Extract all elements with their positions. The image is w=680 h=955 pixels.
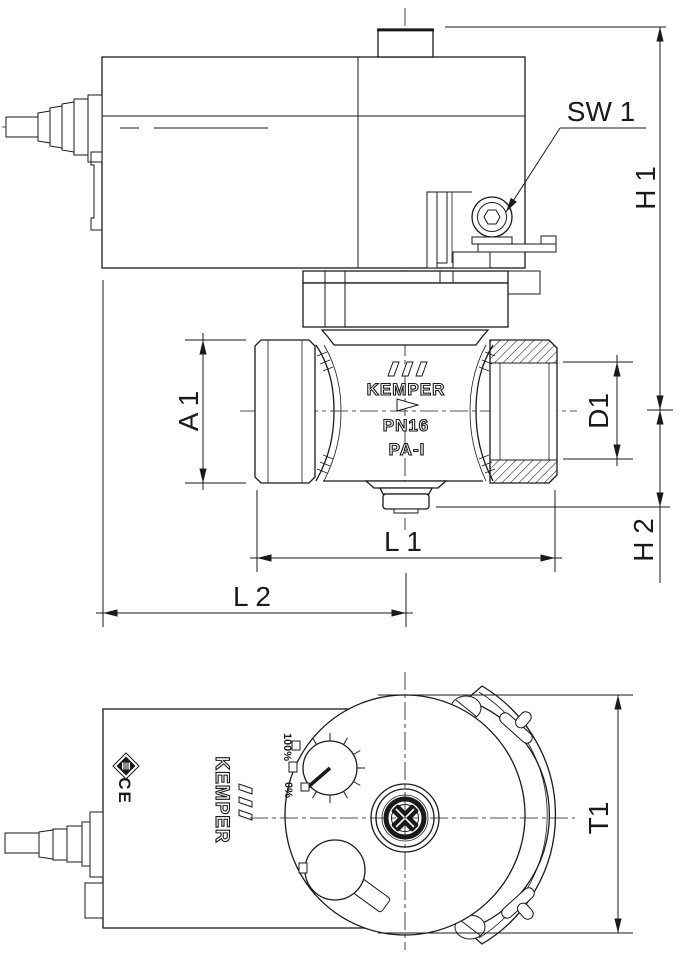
t1-label: T1 xyxy=(583,802,614,835)
keyhole-cutout xyxy=(298,839,391,913)
top-view: CE KEMPER xyxy=(4,672,633,950)
dimension-d1: D1 xyxy=(563,355,633,466)
cert-diamond-icon xyxy=(112,752,140,780)
valve-top-flange xyxy=(320,329,490,346)
flow-direction-icon xyxy=(396,398,420,412)
actuator-top-stub xyxy=(377,28,434,58)
dial-tab-upper xyxy=(291,740,301,751)
dimension-t1: T1 xyxy=(378,694,633,934)
cable-gland xyxy=(5,94,103,231)
dimension-h2: H 2 xyxy=(436,410,670,583)
d1-label: D1 xyxy=(583,393,614,429)
actuator-brand-logo: KEMPER xyxy=(210,756,253,844)
svg-text:CE: CE xyxy=(115,777,134,805)
cable-gland-top-view xyxy=(4,811,104,919)
dial-max-label: 100% xyxy=(281,733,293,761)
l1-label: L 1 xyxy=(384,526,422,557)
dimension-l2: L 2 xyxy=(96,280,413,627)
dial-ticks xyxy=(312,733,365,803)
bracket-clip-cutout-top xyxy=(499,711,533,744)
ce-mark: CE xyxy=(115,777,134,805)
dial-tab-lower xyxy=(288,761,298,773)
kemper-logo-slashes xyxy=(387,361,428,377)
left-union-nut xyxy=(254,339,316,484)
dial-min-label: 0% xyxy=(282,782,294,798)
actuator-brand-text: KEMPER xyxy=(211,756,232,843)
side-view: KEMPER PN16 PA-I SW 1 H 1 H 2 xyxy=(2,8,673,627)
gland-bracket xyxy=(90,151,102,231)
a1-label: A 1 xyxy=(173,391,204,431)
l2-label: L 2 xyxy=(233,581,271,612)
dimension-h1: H 1 xyxy=(445,26,673,411)
valve-cast-markings: KEMPER PN16 PA-I xyxy=(366,361,446,460)
dial-pointer xyxy=(305,766,332,790)
dimension-a1: A 1 xyxy=(173,333,246,490)
h2-label: H 2 xyxy=(628,518,659,562)
valve-pn-text: PN16 xyxy=(383,416,430,435)
dimension-sw1: SW 1 xyxy=(505,96,646,213)
sw1-label: SW 1 xyxy=(567,96,635,127)
neck-tick-marks xyxy=(316,351,496,474)
valve-body: KEMPER PN16 PA-I xyxy=(254,329,558,514)
valve-brand-text: KEMPER xyxy=(367,380,446,399)
h1-label: H 1 xyxy=(630,166,661,210)
bracket-clip-cutout-bottom xyxy=(501,887,535,920)
dimension-l1: L 1 xyxy=(250,490,562,572)
valve-material-text: PA-I xyxy=(389,440,426,459)
dial-zero-notch xyxy=(300,782,310,792)
hex-socket-icon xyxy=(483,209,501,225)
right-union-nut xyxy=(489,339,558,484)
valve-bottom-cap xyxy=(364,480,448,514)
actuator-body xyxy=(101,28,526,269)
position-dial: 100% 0% xyxy=(281,733,365,803)
valve-adapter xyxy=(302,270,509,328)
